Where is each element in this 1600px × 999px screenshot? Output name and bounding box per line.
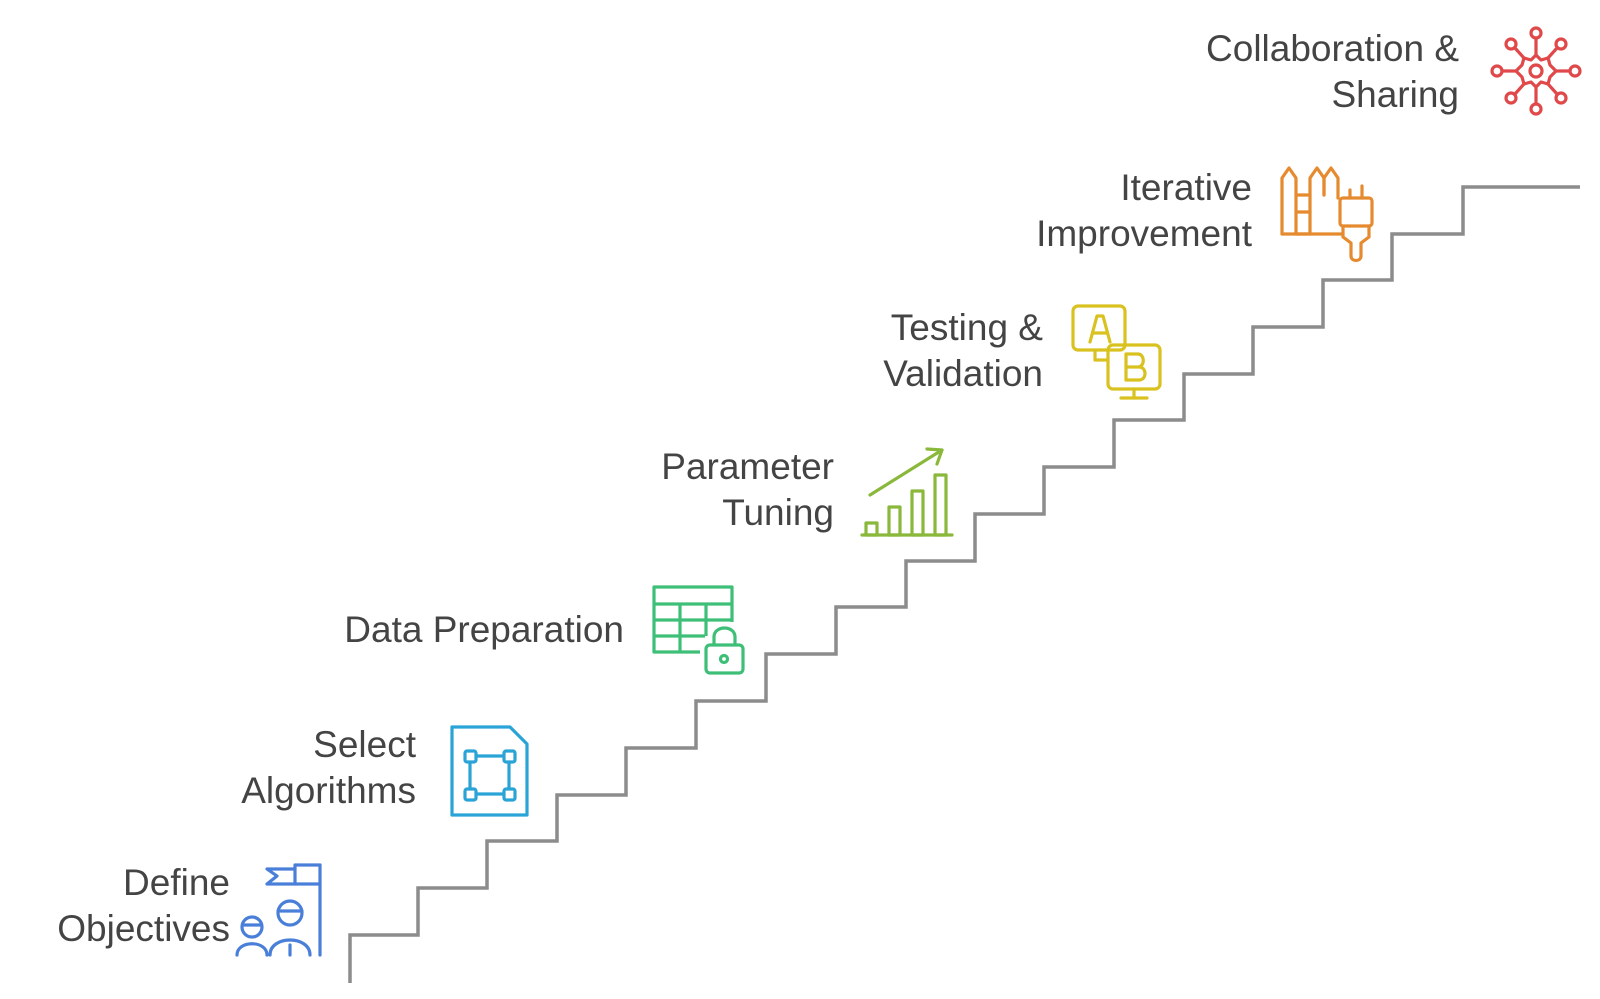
build-refine-icon	[1280, 166, 1374, 263]
label-line: Parameter	[661, 446, 834, 487]
label-line: Collaboration &	[1206, 28, 1459, 69]
label-line: Select	[313, 724, 416, 765]
step-label-testing-validation: Testing & Validation	[883, 305, 1043, 397]
step-label-define-objectives: Define Objectives	[57, 860, 230, 952]
label-line: Data Preparation	[344, 609, 624, 650]
step-label-iterative-improvement: Iterative Improvement	[1036, 165, 1252, 257]
step-label-select-algorithms: Select Algorithms	[241, 722, 416, 814]
ab-testing-icon	[1071, 304, 1162, 400]
label-line: Tuning	[722, 492, 834, 533]
label-line: Validation	[883, 353, 1043, 394]
label-line: Testing &	[890, 307, 1043, 348]
team-goal-icon	[235, 863, 322, 957]
network-hub-icon	[1490, 26, 1582, 116]
label-line: Improvement	[1036, 213, 1252, 254]
label-line: Iterative	[1120, 167, 1252, 208]
growth-chart-icon	[860, 447, 954, 537]
step-label-parameter-tuning: Parameter Tuning	[661, 444, 834, 536]
secure-data-table-icon	[652, 585, 745, 675]
label-line: Sharing	[1331, 74, 1459, 115]
algorithm-selection-icon	[450, 725, 529, 817]
step-label-data-preparation: Data Preparation	[344, 607, 624, 653]
label-line: Objectives	[57, 908, 230, 949]
step-label-collaboration-sharing: Collaboration & Sharing	[1206, 26, 1459, 118]
label-line: Algorithms	[241, 770, 416, 811]
staircase-line	[348, 185, 1580, 983]
label-line: Define	[123, 862, 230, 903]
